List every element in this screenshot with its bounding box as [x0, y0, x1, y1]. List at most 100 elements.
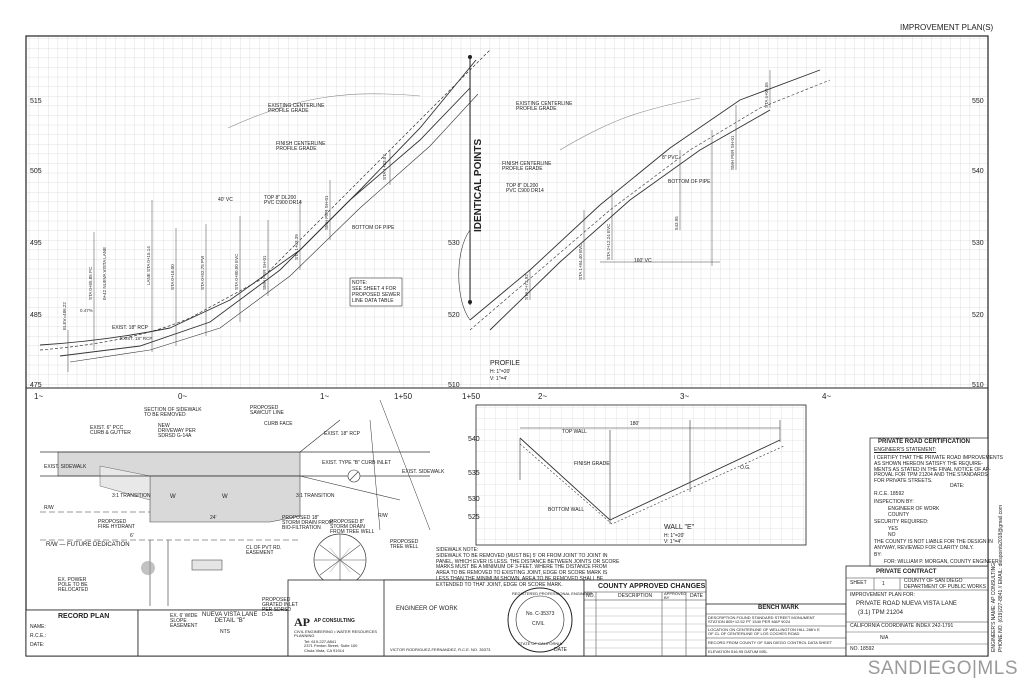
station-label: 1~	[34, 392, 44, 401]
section-e-lines	[519, 420, 785, 525]
elev-label: 530	[448, 240, 460, 247]
elev-label: 540	[468, 436, 480, 443]
contract-rce: NO. 18592	[850, 646, 875, 652]
engineer-of-work-title: ENGINEER OF WORK	[396, 606, 458, 612]
engineer-of-work-date: DATE	[554, 647, 567, 653]
contract-plan-for: IMPROVEMENT PLAN FOR:	[850, 592, 915, 598]
existing-centerline-note: EXISTING CENTERLINE PROFILE GRADE	[268, 103, 325, 114]
station-label: 4~	[822, 392, 832, 401]
record-plan-date: DATE:	[30, 642, 45, 648]
elev-label: 510	[972, 382, 984, 389]
width-label: W	[222, 494, 228, 500]
slope-easement-label: EX. 6' WIDE SLOPE EASEMENT	[170, 613, 198, 629]
contract-coord: CALIFORNIA COORDINATE INDEX 242-1791	[850, 623, 954, 629]
record-plan-rce: R.C.E.:	[30, 633, 47, 639]
dim-6: 6'	[130, 533, 134, 539]
record-plan-title: RECORD PLAN	[58, 613, 110, 620]
elev-label: 520	[448, 312, 460, 319]
exist-rcp-note: EXIST. 18" RCP	[112, 325, 148, 331]
wall-scale-h: H: 1"=20'	[664, 533, 685, 539]
detail-b-drawing	[40, 399, 431, 606]
storm-drain-8-label: PROPOSED 8" STORM DRAIN FROM TREE WELL	[330, 519, 375, 535]
grated-inlet-label: PROPOSED GRATED INLET PER SDRSD D-15	[262, 597, 299, 618]
top-pipe-note: TOP 8" DL200 PVC C900 DR14	[264, 195, 302, 206]
finish-grade-label: FINISH GRADE	[574, 461, 610, 467]
cert-title: PRIVATE ROAD CERTIFICATION	[878, 439, 970, 445]
station-label: 2~	[538, 392, 548, 401]
finish-centerline-note-right: FINISH CENTERLINE PROFILE GRADE	[502, 161, 552, 172]
seal-civil: CIVIL	[532, 621, 545, 627]
station-label: 3~	[680, 392, 690, 401]
cert-county: COUNTY	[888, 512, 910, 518]
svg-text:STA 0+16.00: STA 0+16.00	[170, 264, 175, 290]
changes-header: NO.	[586, 593, 595, 599]
mls-watermark: SANDIEGO|MLS	[867, 658, 1018, 679]
cert-security: SECURITY REQUIRED:	[874, 519, 929, 525]
svg-text:LANE STA 0+15.14: LANE STA 0+15.14	[146, 246, 151, 285]
vc-note-right: 160' VC	[634, 258, 652, 264]
exist-sidewalk-left: EXIST. SIDEWALK	[44, 464, 87, 470]
svg-text:543.95: 543.95	[674, 216, 679, 230]
bench-mark-title: BENCH MARK	[758, 605, 799, 611]
storm-drain-18-label: PROPOSED 18" STORM DRAIN FROM BIO-FILTRA…	[282, 515, 334, 531]
top-pipe-note-right: TOP 8" DL200 PVC C900 DR14	[506, 183, 544, 194]
changes-header: APPROVED BY	[664, 591, 687, 600]
new-driveway-label: NEW DRIVEWAY PER SDRSD G-14A	[158, 423, 196, 439]
svg-text:STA 2+73.92: STA 2+73.92	[524, 274, 529, 300]
cert-yes: YES	[888, 526, 899, 532]
bench-mark-elevation: ELEVATION 516.95 DATUM MSL	[708, 649, 768, 654]
seal-outer: REGISTERED PROFESSIONAL ENGINEER	[512, 591, 593, 596]
profile-scale-v: V: 1"=4'	[490, 376, 508, 382]
bottom-pipe-note: BOTTOM OF PIPE	[352, 225, 395, 231]
svg-text:STA 1+33.07: STA 1+33.07	[382, 154, 387, 180]
contract-sheet: SHEET	[850, 580, 867, 586]
transition-right: 3:1 TRANSITION	[296, 493, 335, 499]
svg-text:STA 2+12.24 EVC: STA 2+12.24 EVC	[606, 223, 611, 260]
detail-b-title: NUEVA VISTA LANE DETAIL "B"	[202, 612, 258, 624]
og-label: O.G.	[740, 465, 751, 471]
elev-label: 550	[972, 98, 984, 105]
cert-rce: R.C.E. 18592	[874, 491, 905, 497]
svg-text:SMH PER SH-01: SMH PER SH-01	[262, 255, 267, 290]
rw-dedication-label: R/W — FUTURE DEDICATION	[46, 542, 130, 548]
tree-well-label: PROPOSED TREE WELL	[390, 539, 419, 550]
profile-grid	[25, 35, 989, 389]
svg-text:STA 0+65.85 PC: STA 0+65.85 PC	[88, 266, 93, 300]
contract-county: COUNTY OF SAN DIEGO DEPARTMENT OF PUBLIC…	[904, 578, 986, 590]
svg-text:STA 4+09.55: STA 4+09.55	[764, 82, 769, 108]
rw-label: R/W	[378, 513, 388, 519]
station-label: 1+50	[462, 392, 481, 401]
cert-engineer-statement: ENGINEER'S STATEMENT:	[874, 447, 937, 453]
svg-text:SMH PER SH-01: SMH PER SH-01	[730, 135, 735, 170]
contract-title: PRIVATE CONTRACT	[876, 569, 937, 575]
elev-label: 510	[448, 382, 460, 389]
svg-text:ELEV=486.22: ELEV=486.22	[62, 302, 67, 330]
elev-label: 530	[972, 240, 984, 247]
profile-scale-h: H: 1"=20'	[490, 369, 511, 375]
exist-pcc-label: EXIST. 6" PCC CURB & GUTTER	[90, 425, 131, 436]
changes-header: DATE	[690, 593, 703, 599]
contract-na: N/A	[880, 635, 889, 641]
svg-text:EXIST. 18" RCP: EXIST. 18" RCP	[120, 336, 152, 341]
rw-label: R/W	[44, 505, 54, 511]
profile-title: PROFILE	[490, 360, 520, 367]
existing-centerline-note-right: EXISTING CENTERLINE PROFILE GRADE	[516, 101, 573, 112]
dim-180: 180'	[630, 421, 640, 427]
sawcut-label: PROPOSED SAWCUT LINE	[250, 405, 284, 416]
contract-sheet-num: 1	[882, 581, 885, 587]
pvt-rd-label: CL OF PVT RD. EASEMENT	[246, 545, 282, 556]
width-label: W	[170, 494, 176, 500]
bench-mark-record: RECORD FROM COUNTY OF SAN DIEGO CONTROL …	[708, 640, 833, 645]
svg-text:STA 0+52.75 PVI: STA 0+52.75 PVI	[200, 256, 205, 290]
elev-label: 515	[30, 98, 42, 105]
elev-label: 495	[30, 240, 42, 247]
cert-body: I CERTIFY THAT THE PRIVATE ROAD IMPROVEM…	[874, 455, 1004, 484]
elev-label: 535	[468, 470, 480, 477]
ap-logo-name: AP CONSULTING	[314, 618, 355, 624]
section-sidewalk-label: SECTION OF SIDEWALK TO BE REMOVED	[144, 407, 202, 418]
engineer-side-strip: ENGINEER'S NAME: AP CONSULTING PHONE NO.…	[991, 504, 1004, 652]
sewer-note: NOTE: SEE SHEET 4 FOR PROPOSED SEWER LIN…	[352, 280, 401, 304]
transition-left: 3:1 TRANSITION	[112, 493, 151, 499]
elev-label: 475	[30, 382, 42, 389]
bench-mark-location: LOCATION ON CENTERLINE OF WELLINGTON HIL…	[708, 627, 820, 637]
